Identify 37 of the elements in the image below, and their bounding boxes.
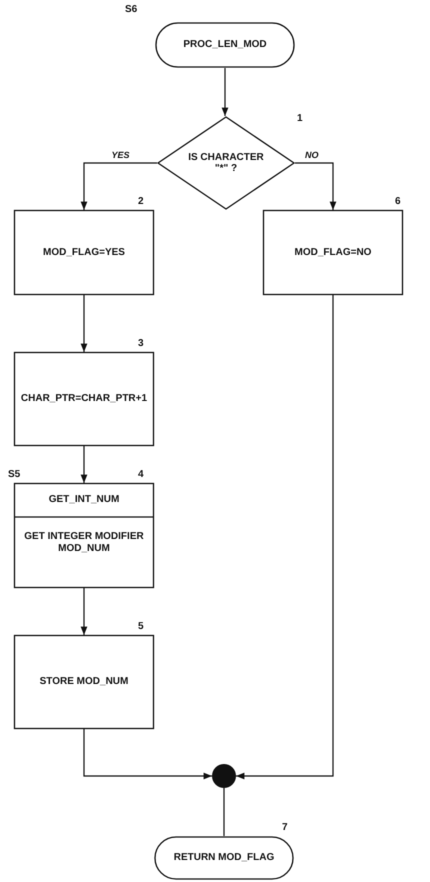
flow-arrow xyxy=(80,162,157,210)
edge-label: NO xyxy=(304,150,320,160)
step-number: 3 xyxy=(138,338,144,349)
edge-label: YES xyxy=(110,150,131,160)
step-number: 1 xyxy=(297,113,303,124)
process-box xyxy=(14,635,154,729)
terminal-shape xyxy=(154,836,294,880)
node-text: MOD_FLAG=NO xyxy=(294,246,372,258)
subroutine-name: GET_INT_NUM xyxy=(48,494,120,506)
node-text: CHAR_PTR=CHAR_PTR+1 xyxy=(20,393,148,405)
junction-dot xyxy=(212,764,236,788)
step-number: S6 xyxy=(125,4,138,15)
step-number: 4 xyxy=(138,469,144,480)
node-text: MOD_FLAG=YES xyxy=(43,246,125,258)
flow-arrow xyxy=(80,446,88,483)
flow-arrow xyxy=(295,162,336,210)
node-text: IS CHARACTER "*" ? xyxy=(187,152,265,174)
flow-arrow xyxy=(83,729,212,780)
flow-arrow xyxy=(222,68,228,116)
step-number: 6 xyxy=(395,196,401,207)
step-number: 2 xyxy=(138,196,144,207)
terminal-shape xyxy=(155,22,295,68)
step-number: S5 xyxy=(8,469,20,480)
flow-arrow xyxy=(236,295,334,780)
flow-arrow xyxy=(80,295,88,352)
process-text: GET INTEGER MODIFIER MOD_NUM xyxy=(23,531,145,554)
node-text: PROC_LEN_MOD xyxy=(183,39,267,51)
process-box xyxy=(14,210,154,295)
subroutine-box xyxy=(14,483,154,588)
step-number: 7 xyxy=(282,822,288,833)
node-text: STORE MOD_NUM xyxy=(40,676,128,688)
decision-diamond xyxy=(157,116,295,210)
flow-arrow xyxy=(80,588,88,635)
process-box xyxy=(263,210,403,295)
step-number: 5 xyxy=(138,621,144,632)
node-text: RETURN MOD_FLAG xyxy=(174,852,274,864)
process-box xyxy=(14,352,154,446)
